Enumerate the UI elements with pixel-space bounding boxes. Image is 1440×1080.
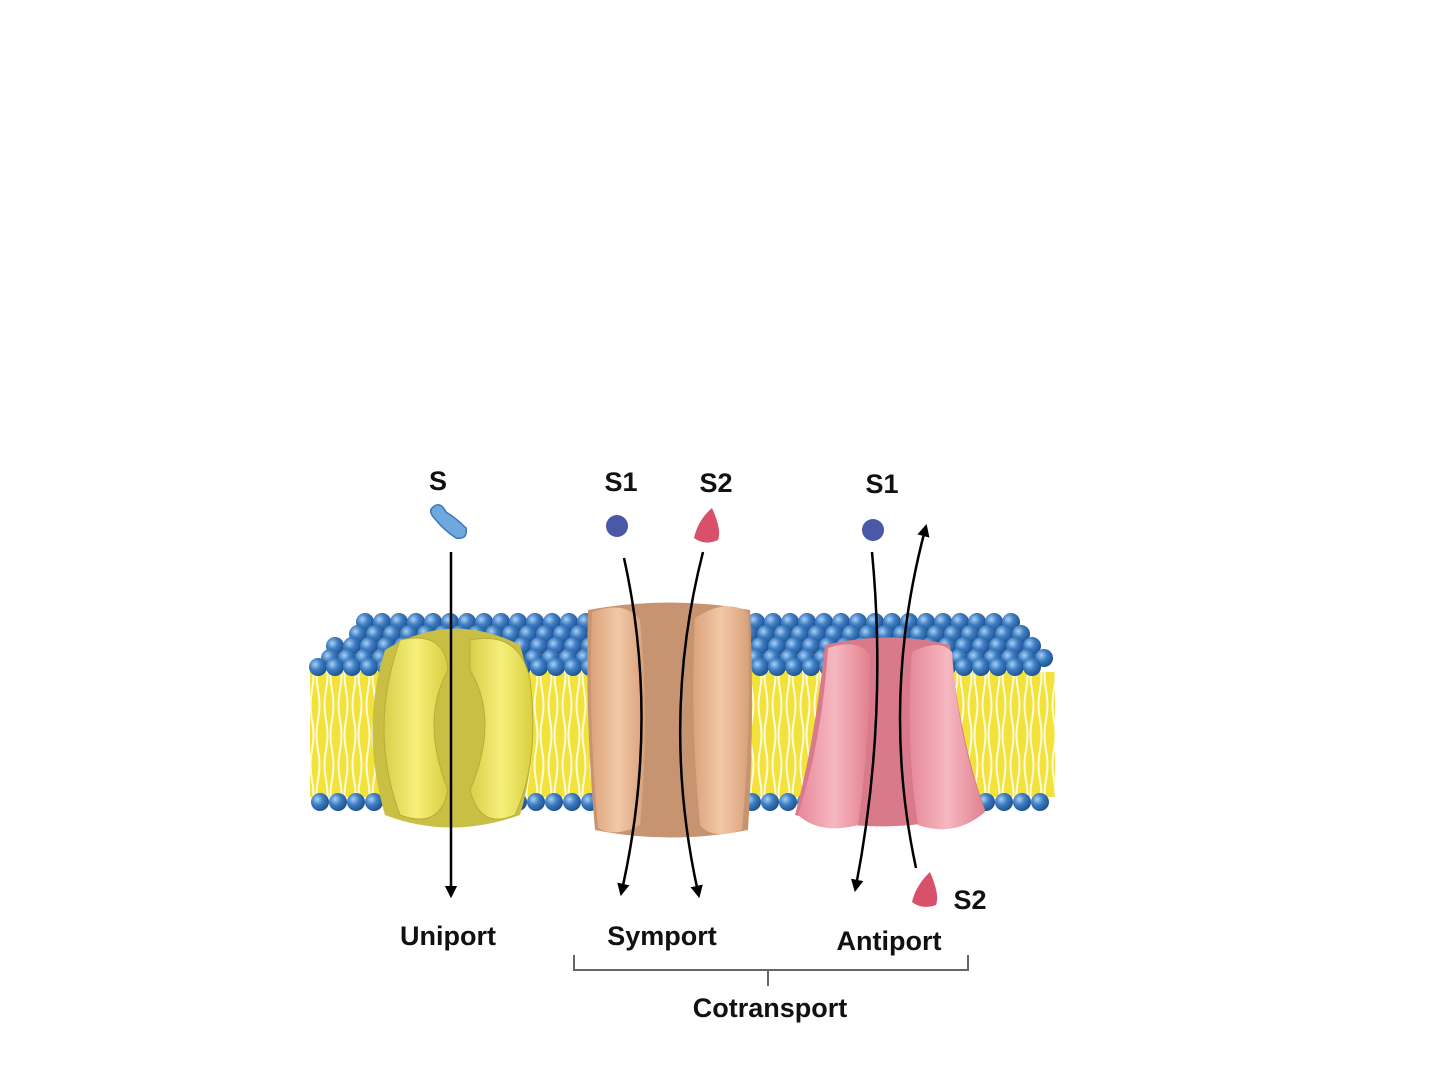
symport-s2-arrow [678,551,705,899]
lipid-head [802,658,820,676]
lipid-head [343,658,361,676]
uniport-substrate-label: S [429,466,447,496]
lipid-head [309,658,327,676]
antiport-s2-arrow-out [898,523,930,869]
uniport-protein [372,628,534,828]
lipid-head [563,793,581,811]
antiport-s1-molecule-icon [862,519,884,541]
lipid-head [955,658,973,676]
symport-label: Symport [607,921,717,951]
lipid-head [564,658,582,676]
lipid-head [311,793,329,811]
lipid-head [360,658,378,676]
symport-s1-arrow [617,557,643,897]
symport-s1-label: S1 [604,467,637,497]
lipid-head [989,658,1007,676]
symport-s1-molecule-icon [606,515,628,537]
lipid-head [547,658,565,676]
antiport-s1-label: S1 [865,469,898,499]
antiport-s2-label: S2 [953,885,986,915]
antiport-protein [795,637,985,830]
lipid-head [527,793,545,811]
lipid-head [1013,793,1031,811]
lipid-head [329,793,347,811]
lipid-head [326,658,344,676]
lipid-head [779,793,797,811]
antiport-s2-molecule-icon [912,872,938,907]
lipid-head [347,793,365,811]
lipid-head [545,793,563,811]
lipid-head [751,658,769,676]
antiport-s1-arrow-in [851,551,879,893]
lipid-head [785,658,803,676]
lipid-head [768,658,786,676]
symport-s2-molecule-icon [694,508,720,543]
symport-s2-label: S2 [699,468,732,498]
symport-protein [587,602,753,838]
lipid-head [995,793,1013,811]
lipid-head [972,658,990,676]
antiport-label: Antiport [837,926,942,956]
lipid-head [761,793,779,811]
lipid-head [1031,793,1049,811]
lipid-head [1023,658,1041,676]
s-molecule-icon [429,504,468,540]
uniport-label: Uniport [400,921,496,951]
lipid-head [530,658,548,676]
cotransport-label: Cotransport [693,993,848,1023]
cotransport-bracket [573,955,969,986]
lipid-head [1006,658,1024,676]
lipid-head [365,793,383,811]
